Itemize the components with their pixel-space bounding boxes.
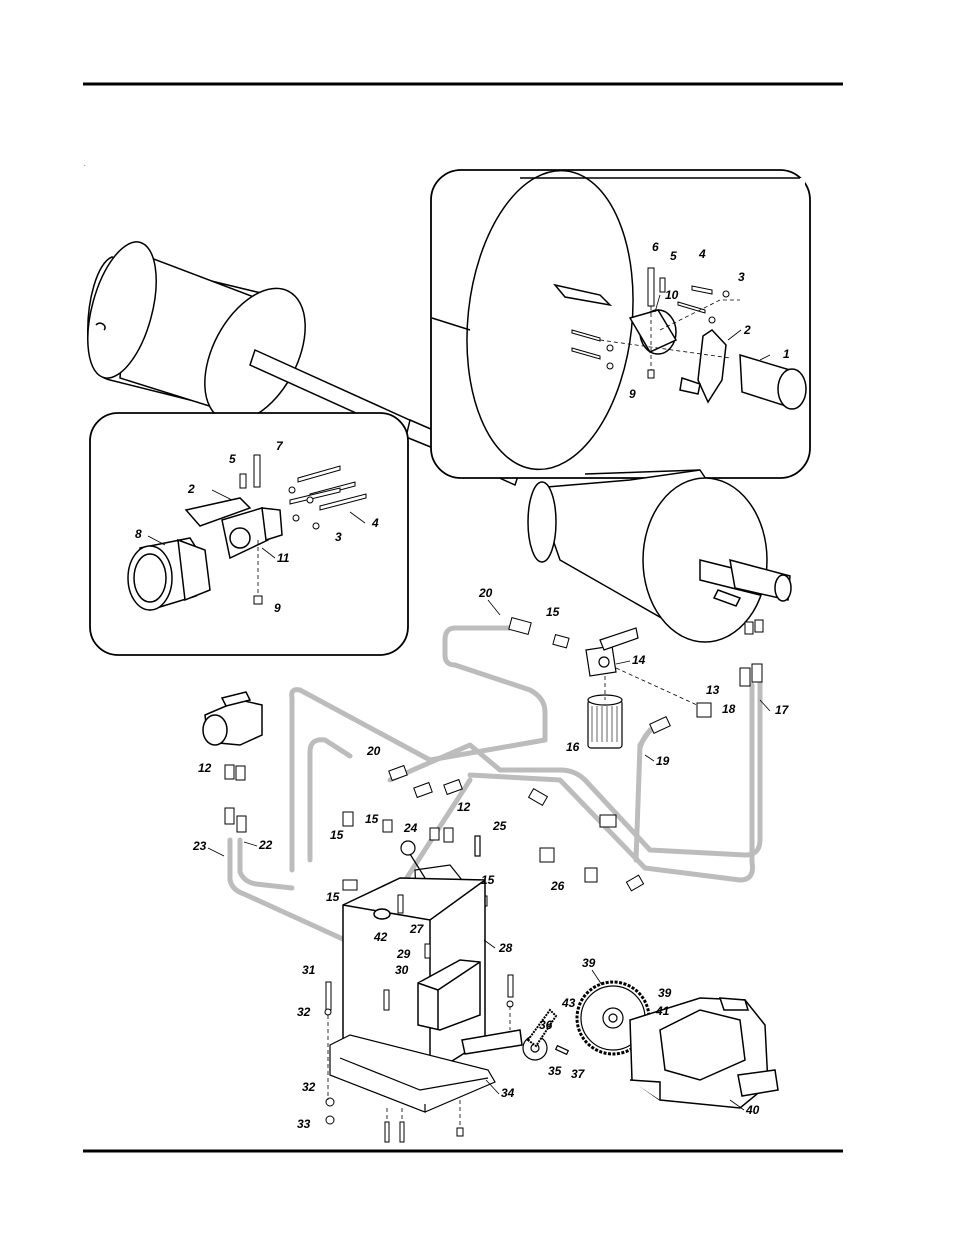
tank-leaders: [327, 1006, 511, 1128]
callout-28: 28: [498, 941, 513, 955]
callout-20-top: 20: [478, 586, 493, 600]
callout-3-right: 3: [738, 270, 745, 284]
callout-9-right: 9: [629, 387, 636, 401]
pump-motor: [202, 691, 263, 746]
callout-4-right: 4: [698, 247, 706, 261]
callout-39-top: 39: [582, 956, 596, 970]
callout-41: 41: [655, 1004, 670, 1018]
callout-31: 31: [302, 963, 316, 977]
callout-34: 34: [501, 1086, 515, 1100]
callout-12-valve: 12: [457, 800, 471, 814]
motor-detail-left: [127, 497, 283, 611]
callout-26: 26: [550, 879, 565, 893]
callout-23: 23: [192, 839, 207, 853]
callout-3-left: 3: [335, 530, 342, 544]
callout-15-right: 15: [481, 873, 495, 887]
callout-32-top: 32: [297, 1005, 311, 1019]
callout-8: 8: [135, 527, 142, 541]
callout-6: 6: [652, 240, 659, 254]
callout-40: 40: [745, 1103, 760, 1117]
callout-11: 11: [277, 551, 290, 565]
callout-37: 37: [571, 1067, 586, 1081]
callout-39-right: 39: [658, 986, 672, 1000]
drum-detail-right: [431, 169, 807, 475]
callout-35: 35: [548, 1064, 562, 1078]
callout-18: 18: [722, 702, 736, 716]
callout-20-mid: 20: [366, 744, 381, 758]
tank-hardware: [324, 894, 514, 1143]
callout-33: 33: [297, 1117, 311, 1131]
callout-16: 16: [566, 740, 580, 754]
callout-15-tank: 15: [326, 890, 340, 904]
callout-27: 27: [409, 922, 425, 936]
callout-12-left: 12: [198, 761, 212, 775]
callout-1: 1: [783, 347, 790, 361]
callout-17: 17: [775, 703, 790, 717]
callout-42: 42: [373, 930, 388, 944]
callout-19: 19: [656, 754, 670, 768]
callout-22: 22: [258, 838, 273, 852]
hose-network: [227, 625, 763, 945]
tank-base: [329, 1034, 496, 1113]
callout-5-right: 5: [670, 249, 677, 263]
callout-32-bottom: 32: [302, 1080, 316, 1094]
callout-24: 24: [403, 821, 418, 835]
filter-leader: [604, 667, 698, 706]
reservoir-tank: [342, 877, 523, 1076]
drive-sprocket-small: [522, 1008, 570, 1061]
callout-43: 43: [561, 996, 576, 1010]
callout-9-left: 9: [274, 601, 281, 615]
callout-13: 13: [706, 683, 720, 697]
callout-15-valve-b: 15: [330, 828, 344, 842]
callout-5-left: 5: [229, 452, 236, 466]
filter-assembly: [585, 627, 639, 749]
leader-dashes-right: [599, 299, 740, 370]
callout-25: 25: [492, 819, 507, 833]
callout-4-left: 4: [371, 516, 379, 530]
callout-14: 14: [632, 653, 646, 667]
callout-30: 30: [395, 963, 409, 977]
reel-main: [87, 241, 306, 423]
callout-36: 36: [539, 1018, 553, 1032]
callout-15-top: 15: [546, 605, 560, 619]
small-hardware-left: [239, 454, 367, 605]
small-hardware-right: [571, 267, 730, 379]
callout-10: 10: [665, 288, 679, 302]
gearbox: [629, 997, 779, 1109]
corner-mark: .: [84, 162, 86, 168]
callout-labels: 1 2 3 4 5 6 10 9 7 5 2 8 4 3 11 9 20 15 …: [135, 240, 790, 1131]
callout-15-valve-a: 15: [365, 812, 379, 826]
callout-2-left: 2: [187, 482, 195, 496]
callout-7: 7: [276, 439, 284, 453]
callout-29: 29: [396, 947, 411, 961]
callout-2-right: 2: [743, 323, 751, 337]
drum-lower-right: [527, 469, 792, 643]
callout-leaders: [147, 294, 771, 1111]
